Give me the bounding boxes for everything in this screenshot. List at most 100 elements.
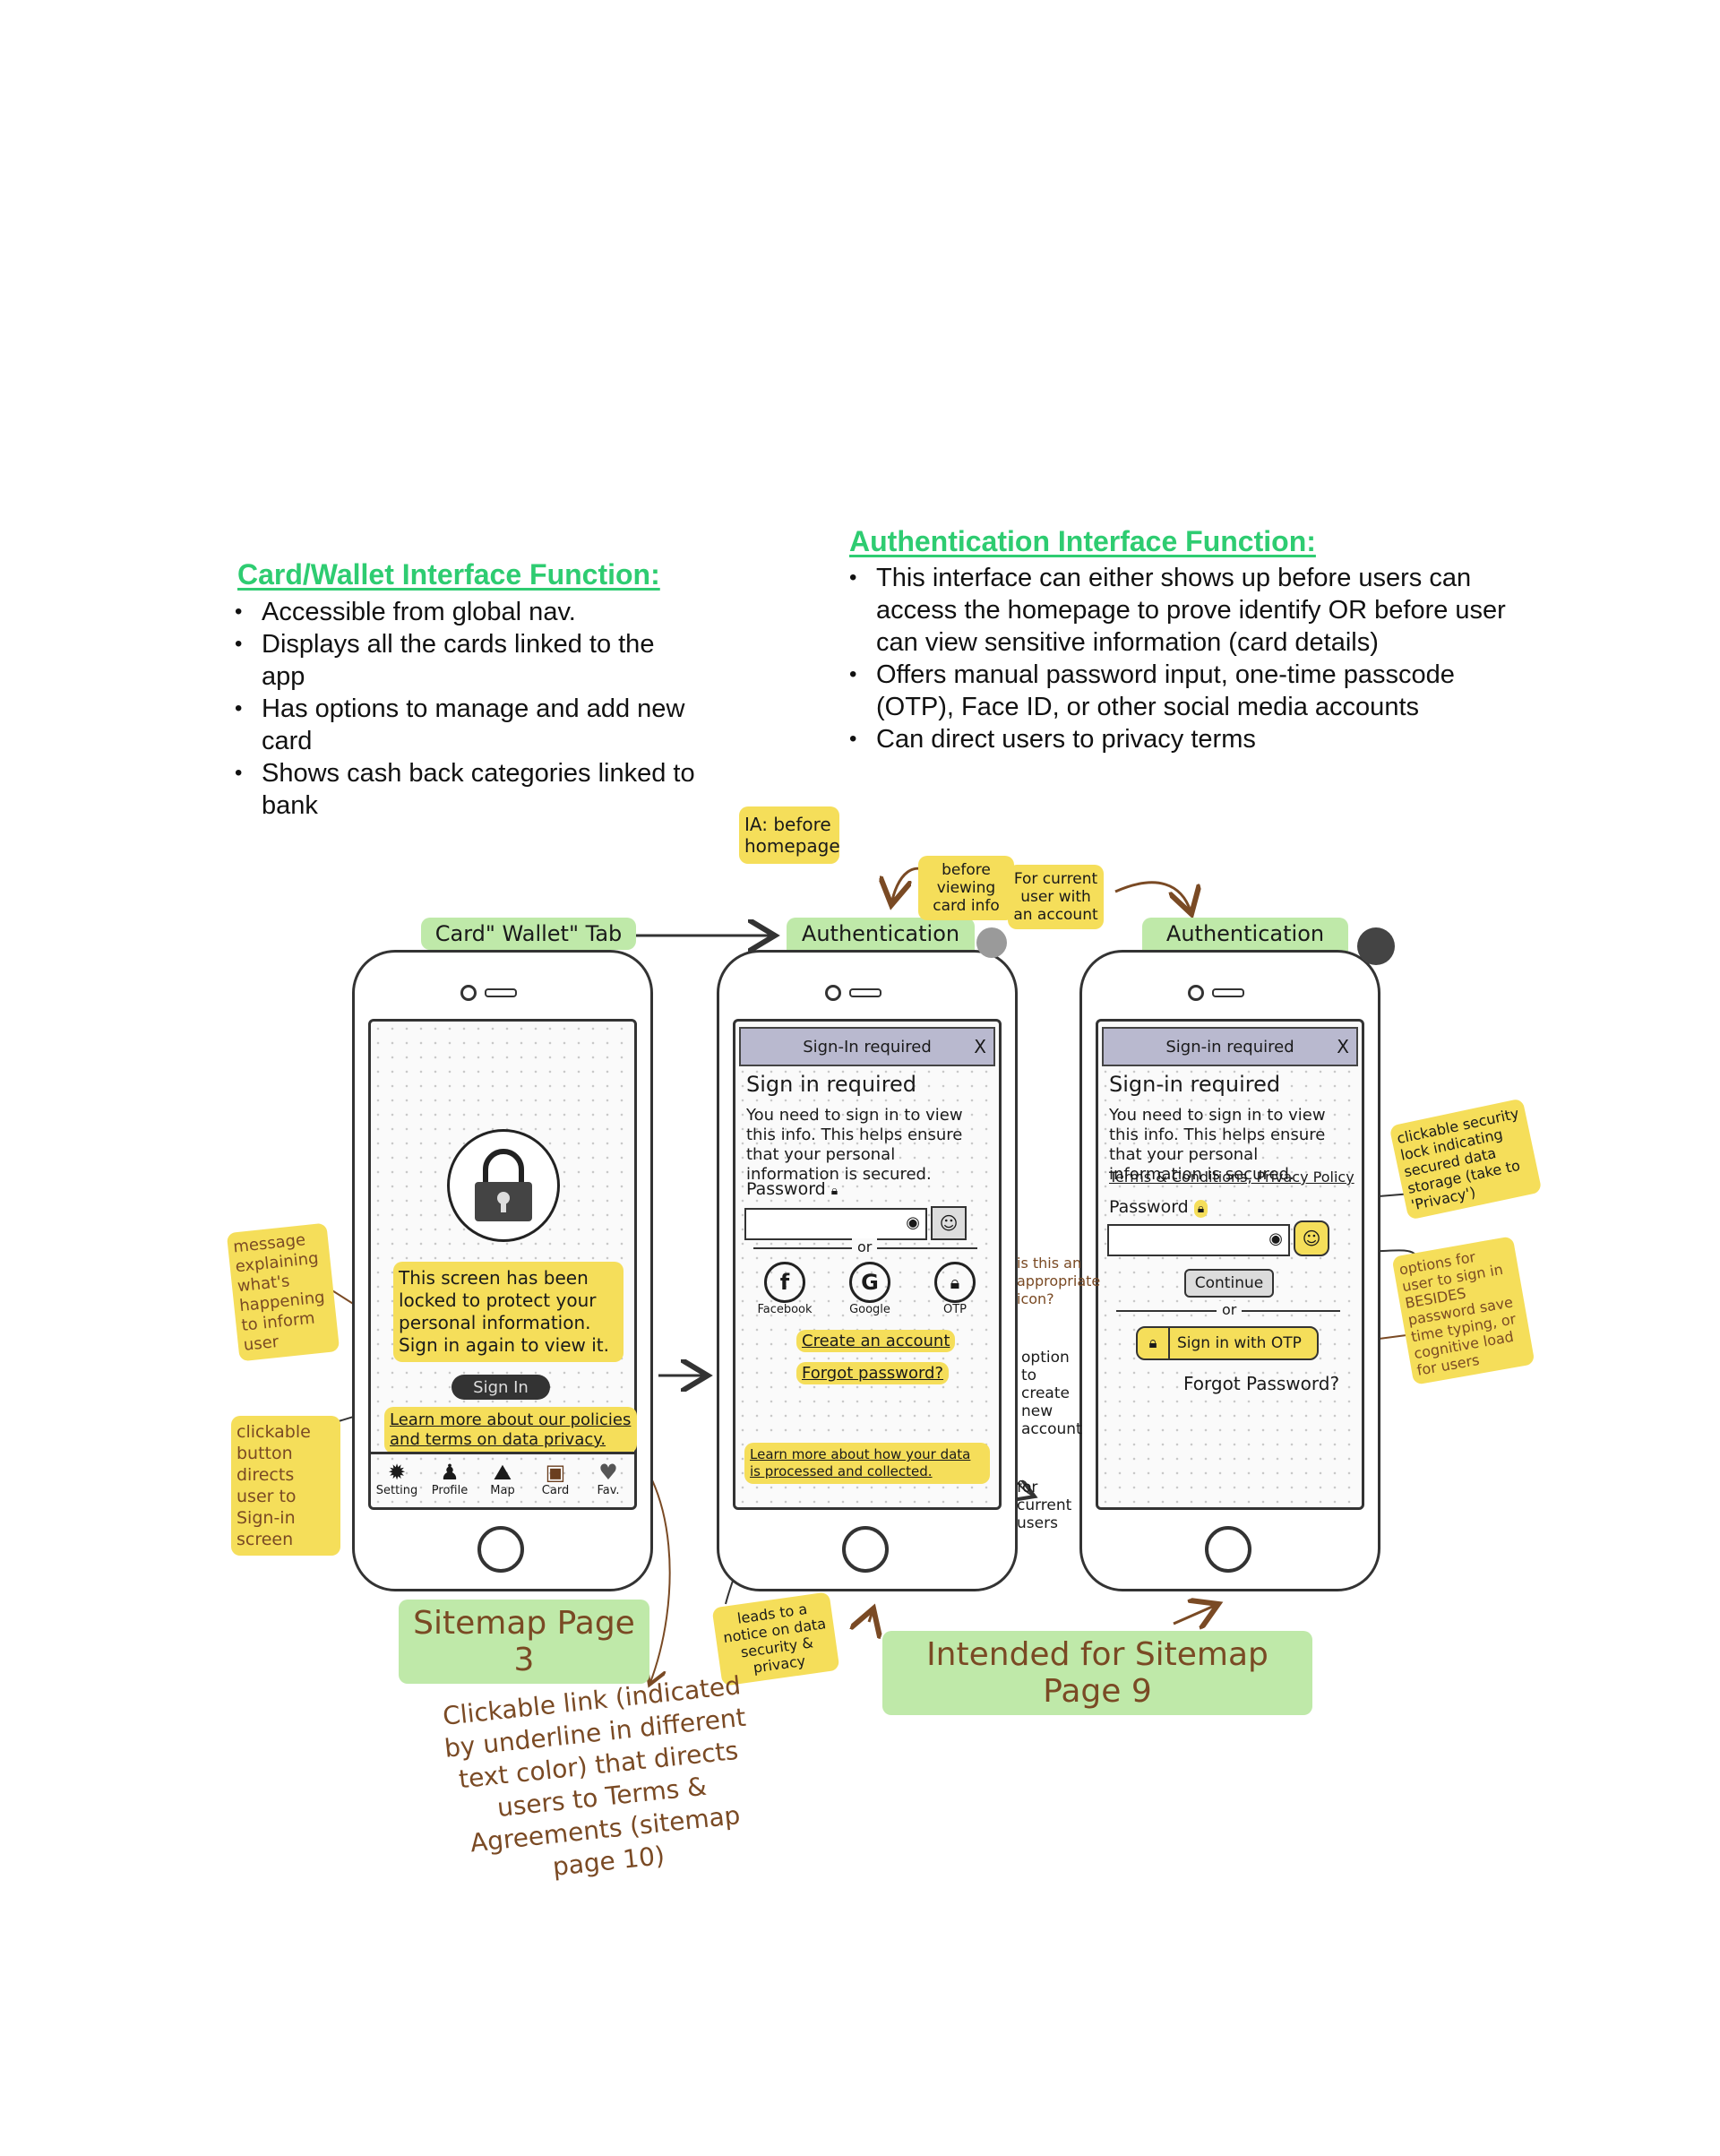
- bullet: This interface can either shows up befor…: [849, 562, 1512, 659]
- nav-label: Card: [541, 1484, 570, 1497]
- signin-titlebar: Sign-in required X: [1102, 1027, 1358, 1066]
- lock-icon: [447, 1129, 560, 1242]
- nav-label: Setting: [375, 1484, 418, 1497]
- authentication-title: Authentication Interface Function:: [849, 525, 1316, 557]
- phone1-home-button[interactable]: [477, 1526, 524, 1573]
- phone2-camera: [825, 985, 841, 1001]
- map-icon: ⛰: [493, 1460, 512, 1485]
- eye-icon[interactable]: ◉: [906, 1213, 920, 1232]
- bar-title: Sign-in required: [1165, 1037, 1294, 1056]
- terms-privacy-links[interactable]: Terms & Conditions, Privacy Policy: [1109, 1169, 1354, 1186]
- password-label: Password 🔒︎: [1109, 1197, 1208, 1218]
- message-explaining-note: message explaining what's happening to i…: [226, 1222, 340, 1362]
- signin-heading: Sign in required: [746, 1072, 917, 1097]
- bar-title: Sign-In required: [803, 1037, 932, 1056]
- phone1-camera: [460, 985, 477, 1001]
- nav-fav[interactable]: ♥ Fav.: [586, 1461, 631, 1505]
- nav-profile[interactable]: ♟ Profile: [427, 1461, 472, 1505]
- phone1-caption: Sitemap Page 3: [399, 1600, 649, 1684]
- lock-icon: 🔒︎: [830, 1184, 838, 1198]
- for-current-note: For current user with an account: [1008, 865, 1104, 929]
- or-text: or: [852, 1238, 878, 1255]
- signin-body: You need to sign in to view this info. T…: [1109, 1106, 1326, 1184]
- nav-map[interactable]: ⛰ Map: [480, 1461, 525, 1505]
- card-wallet-title: Card/Wallet Interface Function:: [237, 558, 660, 591]
- phone3-screen: Sign-in required X Sign-in required You …: [1096, 1019, 1364, 1510]
- continue-button[interactable]: Continue: [1184, 1269, 1274, 1298]
- otp-lock-icon: 🔒︎: [934, 1262, 976, 1303]
- data-learn-more-link[interactable]: Learn more about how your data is proces…: [744, 1443, 990, 1484]
- phone1-screen: This screen has been locked to protect y…: [368, 1019, 637, 1510]
- sign-in-otp-button[interactable]: 🔒︎ Sign in with OTP: [1136, 1326, 1319, 1360]
- bottom-nav: ✹ Setting ♟ Profile ⛰ Map ▣ Card ♥ Fav.: [374, 1461, 631, 1505]
- card-wallet-bullets: Accessible from global nav. Displays all…: [235, 596, 701, 822]
- nav-label: Profile: [431, 1484, 469, 1497]
- phone3-frame: Sign-in required X Sign-in required You …: [1079, 950, 1380, 1591]
- phone3-camera: [1188, 985, 1204, 1001]
- is-this-icon-note: is this an appropriate icon?: [1017, 1255, 1101, 1307]
- social-row: f Facebook G Google 🔒︎ OTP: [753, 1262, 986, 1316]
- phone2-speaker: [849, 988, 882, 997]
- close-icon[interactable]: X: [1337, 1036, 1349, 1057]
- google-icon: G: [849, 1262, 890, 1303]
- bullet: Has options to manage and add new card: [235, 693, 701, 757]
- close-icon[interactable]: X: [974, 1036, 986, 1057]
- forgot-password-link[interactable]: Forgot Password?: [1183, 1373, 1340, 1394]
- eye-icon[interactable]: ◉: [1268, 1229, 1283, 1248]
- heart-icon: ♥: [598, 1460, 618, 1485]
- password-label: Password 🔒︎: [746, 1179, 838, 1199]
- otp-option[interactable]: 🔒︎ OTP: [924, 1262, 986, 1316]
- authentication-bullets: This interface can either shows up befor…: [849, 562, 1512, 755]
- nav-divider: [371, 1452, 634, 1454]
- user-icon: ♟: [440, 1460, 460, 1485]
- version-badge-icon: [1357, 927, 1395, 965]
- before-viewing-note: before viewing card info: [918, 856, 1014, 920]
- facebook-option[interactable]: f Facebook: [753, 1262, 816, 1316]
- signin-heading: Sign-in required: [1109, 1072, 1281, 1097]
- for-current-users-note: for current users: [1017, 1479, 1072, 1532]
- nav-label: Map: [490, 1484, 515, 1497]
- wallet-icon: ▣: [545, 1460, 566, 1485]
- bullet: Accessible from global nav.: [235, 596, 701, 628]
- social-label: Google: [849, 1303, 890, 1316]
- security-lock-icon[interactable]: 🔒︎: [1193, 1200, 1208, 1218]
- phone1-frame: This screen has been locked to protect y…: [352, 950, 653, 1591]
- lock-icon: 🔒︎: [1138, 1328, 1170, 1358]
- password-field[interactable]: ◉: [744, 1208, 927, 1240]
- learn-more-link[interactable]: Learn more about our policies and terms …: [384, 1407, 637, 1453]
- bullet: Offers manual password input, one-time p…: [849, 659, 1512, 723]
- create-account-link[interactable]: Create an account: [796, 1330, 956, 1352]
- social-label: Facebook: [757, 1303, 813, 1316]
- face-id-icon[interactable]: ☺: [1294, 1220, 1329, 1256]
- phone2-home-button[interactable]: [842, 1526, 889, 1573]
- google-option[interactable]: G Google: [838, 1262, 901, 1316]
- phone1-speaker: [485, 988, 517, 997]
- bullet: Can direct users to privacy terms: [849, 723, 1512, 755]
- facebook-icon: f: [764, 1262, 805, 1303]
- forgot-password-link[interactable]: Forgot password?: [796, 1362, 950, 1384]
- face-id-icon[interactable]: ☺: [931, 1206, 967, 1240]
- intended-sitemap-caption: Intended for Sitemap Page 9: [882, 1631, 1312, 1715]
- phone2-screen: Sign-In required X Sign in required You …: [733, 1019, 1002, 1510]
- ia-note: IA: before homepage: [739, 806, 840, 864]
- gear-icon: ✹: [387, 1460, 407, 1485]
- bullet: Displays all the cards linked to the app: [235, 628, 701, 693]
- password-field[interactable]: ◉: [1107, 1224, 1290, 1256]
- phone3-home-button[interactable]: [1205, 1526, 1251, 1573]
- locked-message: This screen has been locked to protect y…: [393, 1262, 624, 1362]
- nav-setting[interactable]: ✹ Setting: [374, 1461, 419, 1505]
- version-badge-icon: [976, 927, 1007, 958]
- phone2-frame: Sign-In required X Sign in required You …: [717, 950, 1018, 1591]
- nav-label: Fav.: [597, 1484, 620, 1497]
- clickable-button-note: clickable button directs user to Sign-in…: [231, 1416, 340, 1556]
- otp-label: Sign in with OTP: [1177, 1334, 1302, 1352]
- option-create-note: option to create new account: [1021, 1349, 1082, 1438]
- nav-card[interactable]: ▣ Card: [533, 1461, 578, 1505]
- phone3-speaker: [1212, 988, 1244, 997]
- or-text: or: [1217, 1301, 1243, 1318]
- options-sign-in-note: options for user to sign in BESIDES pass…: [1391, 1236, 1535, 1385]
- bullet: Shows cash back categories linked to ban…: [235, 757, 701, 822]
- signin-body: You need to sign in to view this info. T…: [746, 1106, 963, 1184]
- signin-titlebar: Sign-In required X: [739, 1027, 995, 1066]
- sign-in-button[interactable]: Sign In: [452, 1375, 550, 1400]
